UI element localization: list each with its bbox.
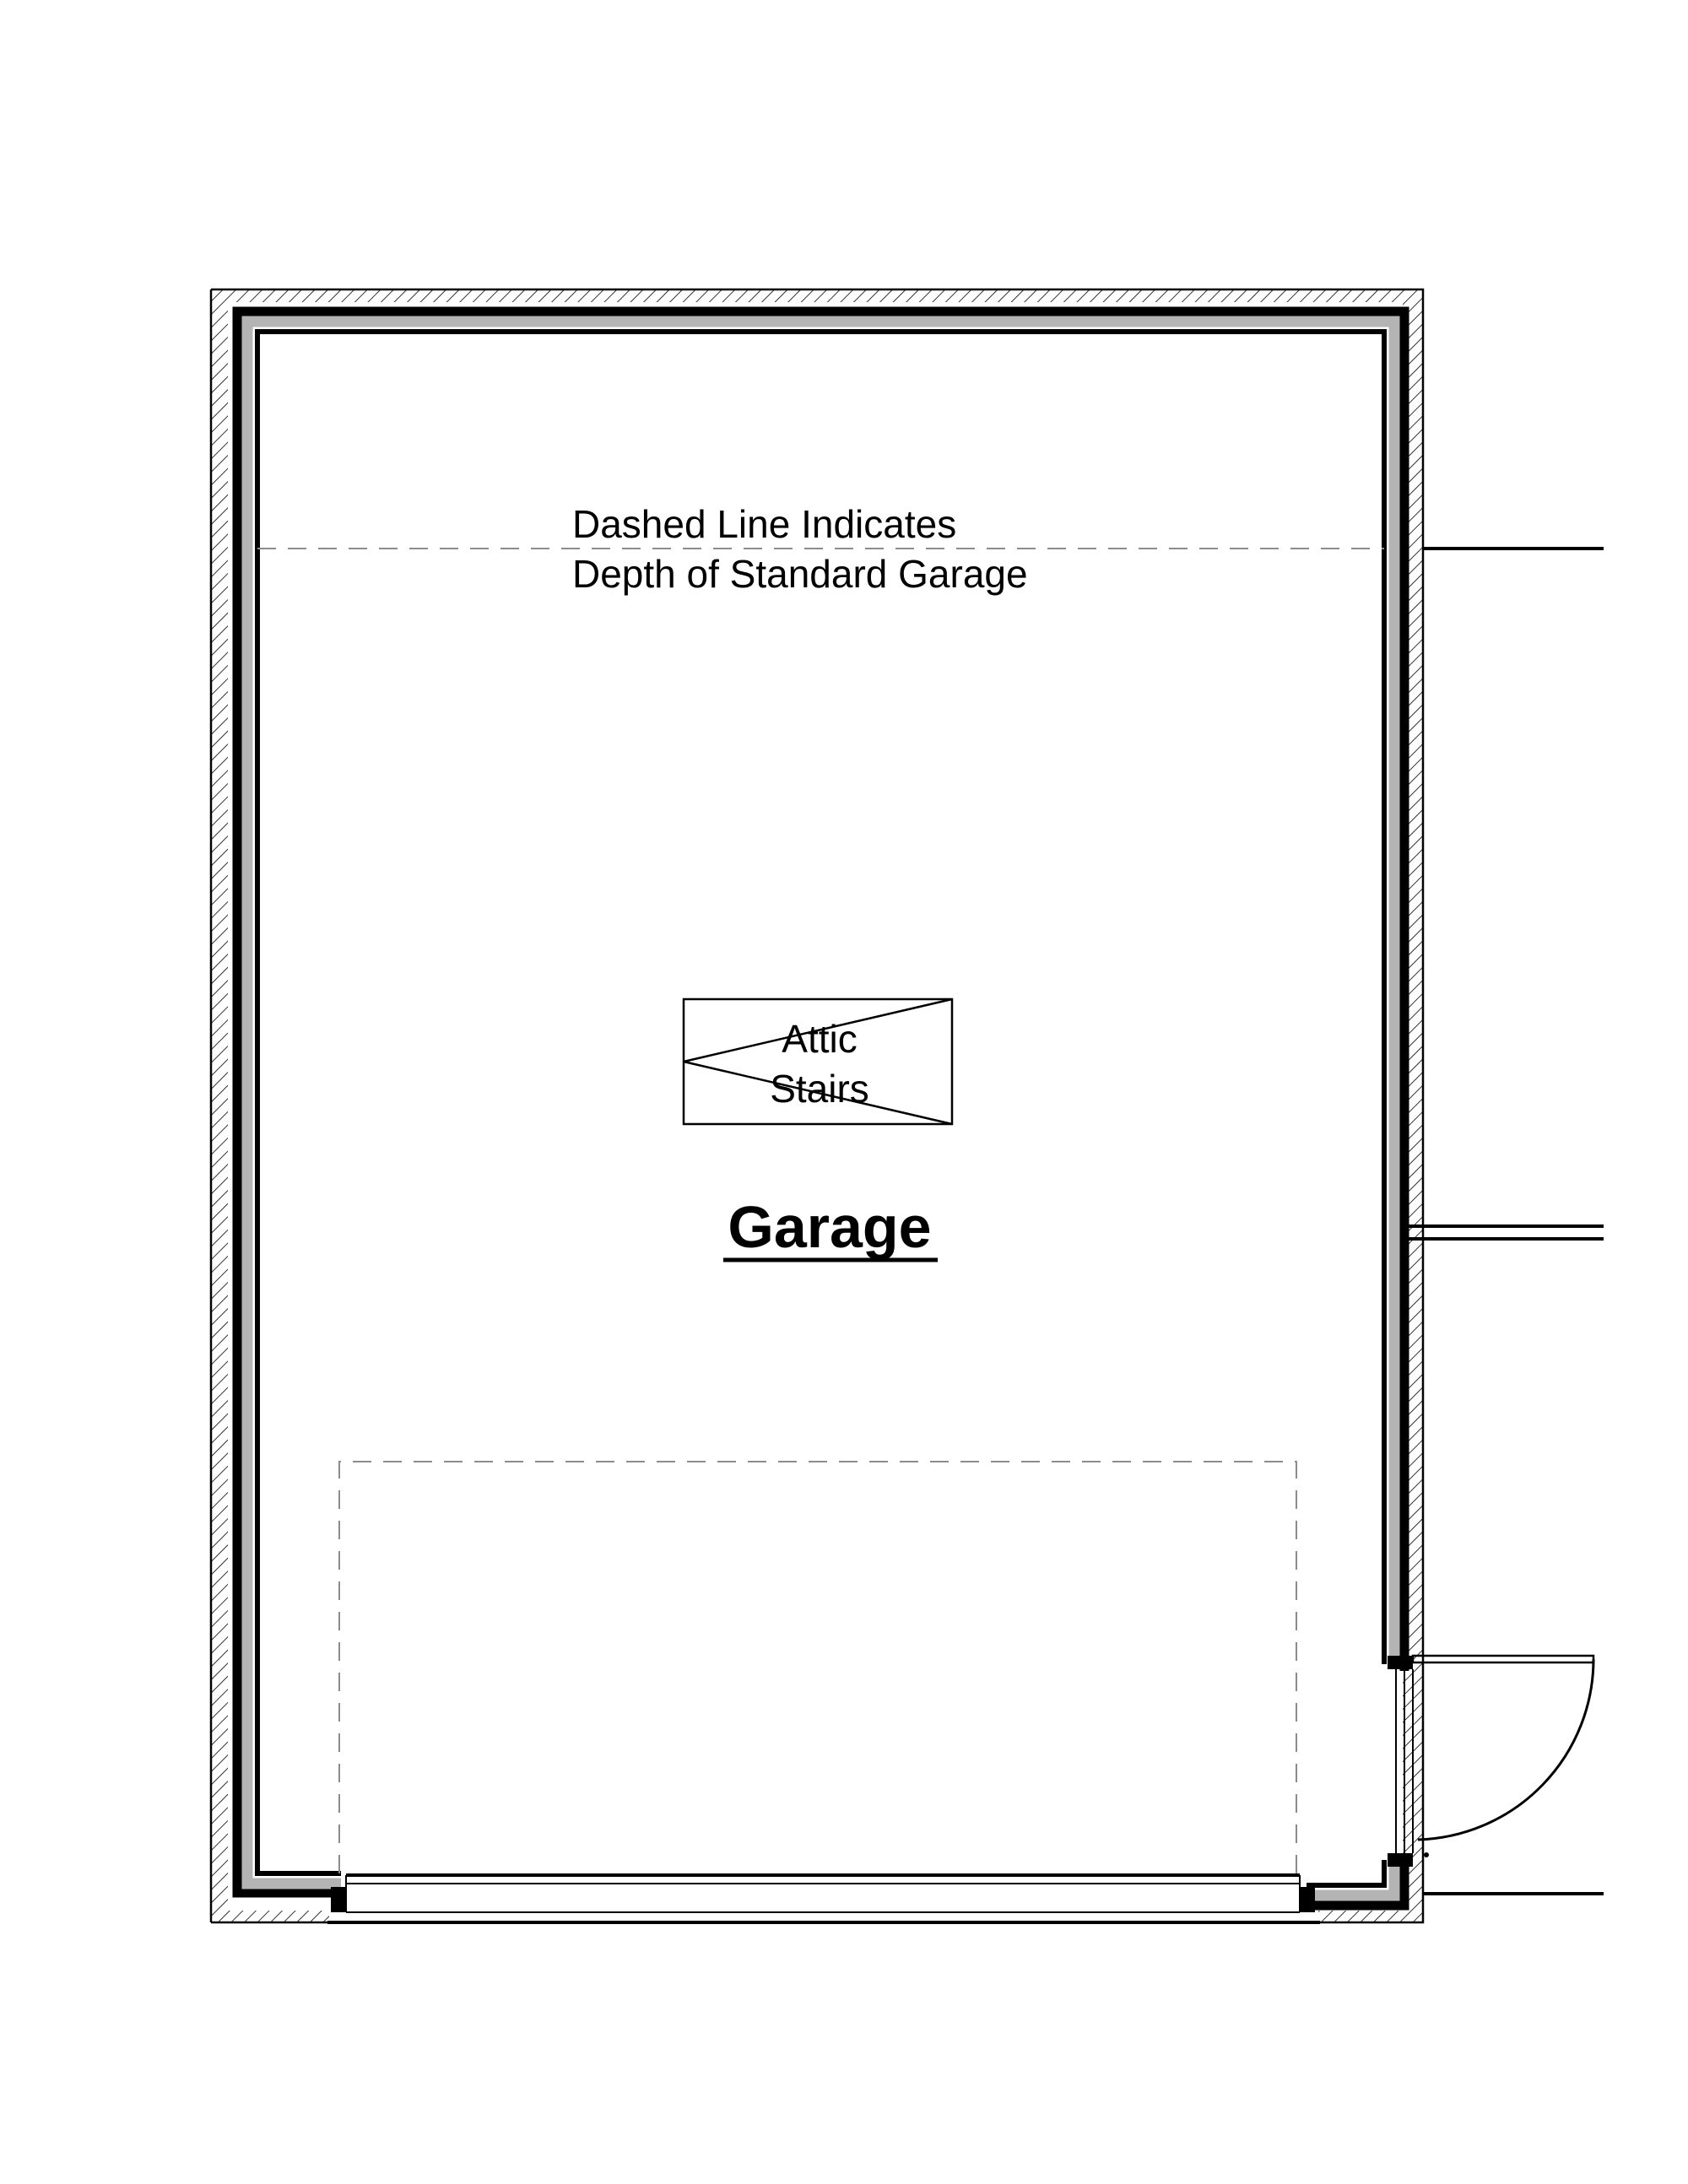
overhead-garage-door xyxy=(327,1873,1320,1924)
exterior-wall xyxy=(209,288,1425,1924)
service-door xyxy=(1395,1654,1595,1857)
wall-end-bottom-left xyxy=(331,1887,346,1912)
attic-stairs-label-line-1: Attic xyxy=(782,1017,857,1061)
wall-end-bottom-right xyxy=(1300,1887,1315,1912)
room-label-garage: Garage xyxy=(728,1194,931,1260)
wall-outer-black xyxy=(232,306,1409,1898)
dashed-line-note-line-2: Depth of Standard Garage xyxy=(572,552,1028,596)
wall-end-door-bottom xyxy=(1388,1853,1413,1867)
wall-inner-black xyxy=(255,329,1387,1876)
adjacent-exterior-lines xyxy=(1404,547,1604,1895)
attic-stairs-diagonal-1 xyxy=(683,997,953,1063)
door-hinge-point xyxy=(1424,1852,1429,1857)
exterior-wall-outline xyxy=(211,288,1425,1924)
wall-gray xyxy=(241,316,1400,1889)
door-swing-arc xyxy=(1417,1658,1595,1841)
wall-gray-lower xyxy=(1307,1860,1400,1901)
wall-inner-black-lower xyxy=(1307,1860,1387,1888)
wall-end-door-top xyxy=(1388,1656,1413,1669)
attic-stairs-symbol: Attic Stairs xyxy=(682,997,954,1126)
wall-outer-black-lower xyxy=(1305,1853,1409,1911)
interior-wall xyxy=(232,306,1413,1912)
parking-outline-dashed xyxy=(338,1461,1297,1873)
attic-stairs-diagonal-2 xyxy=(683,1060,953,1126)
dashed-line-note-line-1: Dashed Line Indicates xyxy=(572,502,956,546)
door-leaf xyxy=(1411,1654,1595,1664)
attic-stairs-label-line-2: Stairs xyxy=(770,1067,869,1111)
